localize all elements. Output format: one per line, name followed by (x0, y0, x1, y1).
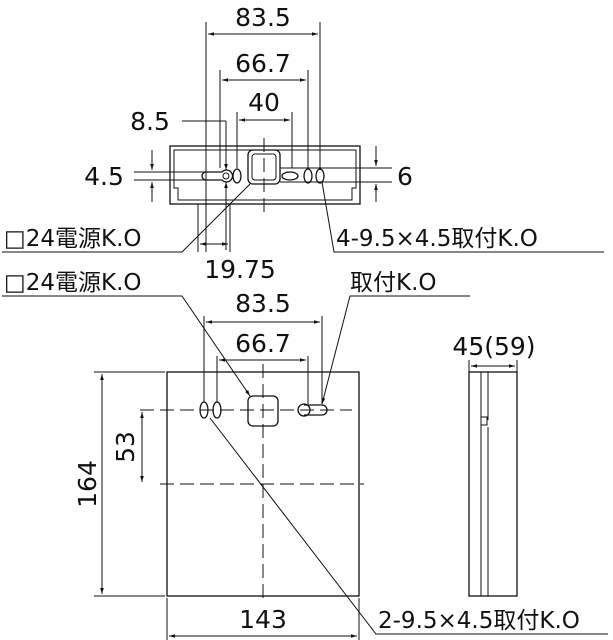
dim-top-66-7: 66.7 (235, 49, 291, 78)
power-knockout-square (247, 395, 279, 427)
dim-front-66-7: 66.7 (235, 329, 291, 358)
label-top-power-knockout: □24電源K.O (4, 226, 142, 252)
keyhole-slot-icon (201, 169, 234, 183)
front-view: 83.5 66.7 53 164 143 □24電源K.O 取付K.O 2-9.… (2, 270, 608, 640)
label-front-mount-knockout: 取付K.O (350, 270, 437, 296)
dim-top-19-75: 19.75 (204, 255, 276, 284)
dim-front-164: 164 (73, 460, 102, 508)
dim-side-depth: 45(59) (452, 332, 535, 361)
top-view-housing (169, 145, 361, 205)
dim-front-53: 53 (111, 431, 140, 463)
dim-top-6: 6 (397, 162, 413, 191)
power-knockout-square (247, 149, 281, 185)
label-front-power-knockout: □24電源K.O (4, 270, 142, 296)
side-view-body (468, 371, 518, 597)
dim-top-4-5: 4.5 (84, 162, 124, 191)
dim-front-143: 143 (239, 605, 287, 634)
dim-top-40: 40 (248, 88, 280, 117)
mount-hole-oval (232, 168, 242, 184)
dim-front-83-5: 83.5 (235, 289, 291, 318)
label-front-mount-holes: 2-9.5×4.5取付K.O (378, 608, 580, 634)
mount-hole-oval (281, 171, 299, 181)
dim-top-8-5: 8.5 (130, 107, 170, 136)
mount-hole-oval (303, 168, 313, 184)
label-top-mount-holes: 4-9.5×4.5取付K.O (336, 226, 538, 252)
top-view: 83.5 66.7 40 8.5 4.5 6 19.75 □24電源K.O (2, 3, 604, 284)
dim-top-83-5: 83.5 (235, 3, 291, 32)
side-view: 45(59) (452, 332, 536, 597)
keyhole-slot-icon (297, 403, 328, 417)
mount-hole-oval (315, 168, 325, 184)
mount-hole-oval (212, 401, 222, 419)
